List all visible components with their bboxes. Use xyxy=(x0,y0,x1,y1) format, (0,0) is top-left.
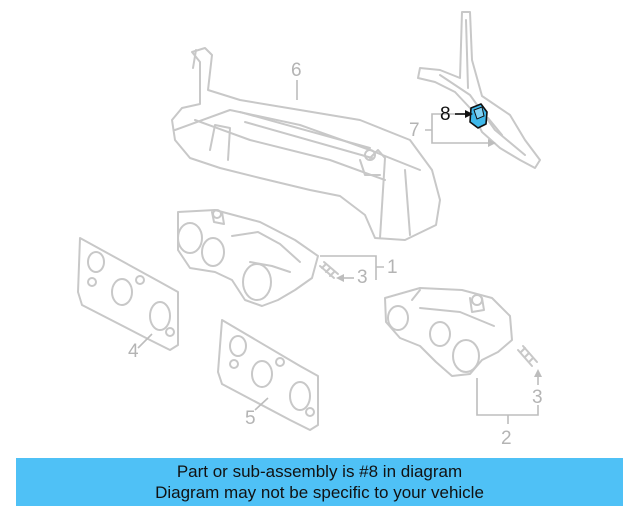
callout-7: 7 xyxy=(409,120,420,141)
callout-5-group: 5 xyxy=(245,397,269,429)
part-5-gasket xyxy=(217,319,319,431)
part-3-stud-b xyxy=(517,345,538,367)
callout-5: 5 xyxy=(245,408,256,429)
banner-line-1: Part or sub-assembly is #8 in diagram xyxy=(176,462,463,481)
part-3-stud-a xyxy=(319,261,339,279)
callout-3a: 3 xyxy=(357,267,368,288)
callout-6: 6 xyxy=(291,60,302,81)
callout-8-group: 8 xyxy=(440,104,473,125)
part-7-bracket xyxy=(417,11,541,169)
part-6-heat-shield xyxy=(171,47,441,241)
callout-3b-group: 3 xyxy=(532,369,543,408)
info-banner: Part or sub-assembly is #8 in diagram Di… xyxy=(16,458,623,506)
callout-3b: 3 xyxy=(532,387,543,408)
callout-7-group: 7 xyxy=(409,113,496,147)
callout-1: 1 xyxy=(387,257,398,278)
banner-line-2: Diagram may not be specific to your vehi… xyxy=(155,483,484,502)
part-8-bolt xyxy=(469,103,488,129)
part-2-exhaust-manifold xyxy=(384,287,513,377)
callout-2-group: 2 xyxy=(476,378,539,449)
callout-3a-group: 3 xyxy=(336,267,368,288)
callout-8: 8 xyxy=(440,104,451,125)
part-1-exhaust-manifold xyxy=(177,209,319,307)
callout-6-group: 6 xyxy=(291,60,302,100)
callout-4-group: 4 xyxy=(128,333,153,362)
callout-4: 4 xyxy=(128,341,139,362)
part-4-gasket xyxy=(77,237,179,351)
parts-diagram: 6 7 8 1 3 xyxy=(77,11,543,449)
callout-1-group: 1 xyxy=(320,255,398,280)
callout-2: 2 xyxy=(501,428,512,449)
